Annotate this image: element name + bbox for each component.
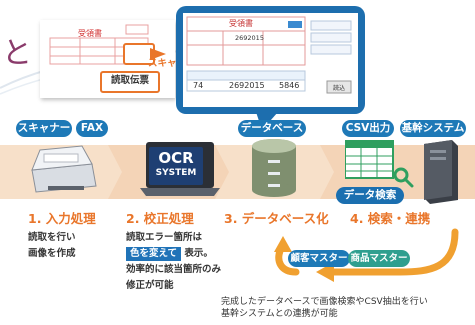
read-slip-label: 読取伝票	[100, 71, 160, 93]
pill-scanner: スキャナー	[16, 120, 72, 137]
pill-database: データベース	[238, 120, 306, 137]
pill-fax: FAX	[76, 120, 108, 137]
footer-note: 完成したデータベースで画像検索やCSV抽出を行い 基幹システムとの連携が可能	[221, 296, 428, 320]
header-glyph: と	[2, 36, 32, 71]
step-2-desc-line-1: 読取エラー箇所は	[126, 232, 203, 243]
step-2-desc-line-2: 色を変えて 表示。	[126, 246, 221, 262]
database-icon	[252, 139, 296, 197]
screen-code: 2692015	[235, 34, 264, 42]
step-4-label: 4. 検索・連携	[350, 211, 431, 226]
screen-form	[186, 16, 352, 94]
footer-note-line-2: 基幹システムとの連携が可能	[221, 309, 338, 319]
step-2-desc-line-3: 効率的に該当箇所のみ	[126, 264, 222, 275]
step-2-desc-suffix: 表示。	[184, 248, 213, 259]
monitor: 受領書 2692015 74 2692015 5846 読込	[176, 6, 365, 114]
return-arrow	[274, 228, 459, 282]
pill-customer-master: 顧客マスター	[288, 250, 350, 267]
screen-title: 受領書	[229, 19, 253, 28]
server-icon	[424, 140, 458, 204]
step-1-description: 読取を行い 画像を作成	[28, 230, 76, 262]
step-1-label: 1. 入力処理	[28, 211, 96, 226]
pill-core-system: 基幹システム	[400, 120, 466, 137]
csv-table-icon	[345, 140, 394, 179]
scan-label: スキャン	[148, 58, 187, 69]
screen-row-value-2: 2692015	[229, 81, 265, 90]
step-2-label: 2. 校正処理	[126, 211, 194, 226]
step-1-desc-line-2: 画像を作成	[28, 248, 76, 259]
pill-product-master: 商品マスター	[348, 250, 410, 267]
screen-row-value-3: 5846	[279, 81, 300, 90]
paper-title: 受領書	[78, 29, 102, 38]
highlight-color-change: 色を変えて	[126, 247, 182, 261]
ocr-system-label: SYSTEM	[155, 168, 197, 178]
footer-note-line-1: 完成したデータベースで画像検索やCSV抽出を行い	[221, 297, 428, 307]
pill-data-search: データ検索	[336, 187, 404, 204]
paper-slip: 受領書 読取伝票	[40, 20, 175, 98]
pill-csv: CSV出力	[342, 120, 394, 137]
step-2-description: 読取エラー箇所は 色を変えて 表示。 効率的に該当箇所のみ 修正が可能	[126, 230, 221, 294]
search-icon	[393, 167, 414, 188]
step-2-desc-line-4: 修正が可能	[126, 280, 174, 291]
screen-row-value-1: 74	[193, 81, 204, 90]
step-1-desc-line-1: 読取を行い	[28, 232, 76, 243]
ocr-label: OCR	[158, 149, 194, 167]
ocr-system-badge: OCR SYSTEM	[149, 147, 203, 185]
monitor-screen: 受領書 2692015 74 2692015 5846 読込	[183, 13, 358, 107]
screen-load-button[interactable]: 読込	[333, 85, 346, 92]
scanner-icon	[31, 145, 97, 193]
scan-arrow-icon	[123, 43, 166, 65]
step-3-label: 3. データベース化	[224, 211, 329, 226]
